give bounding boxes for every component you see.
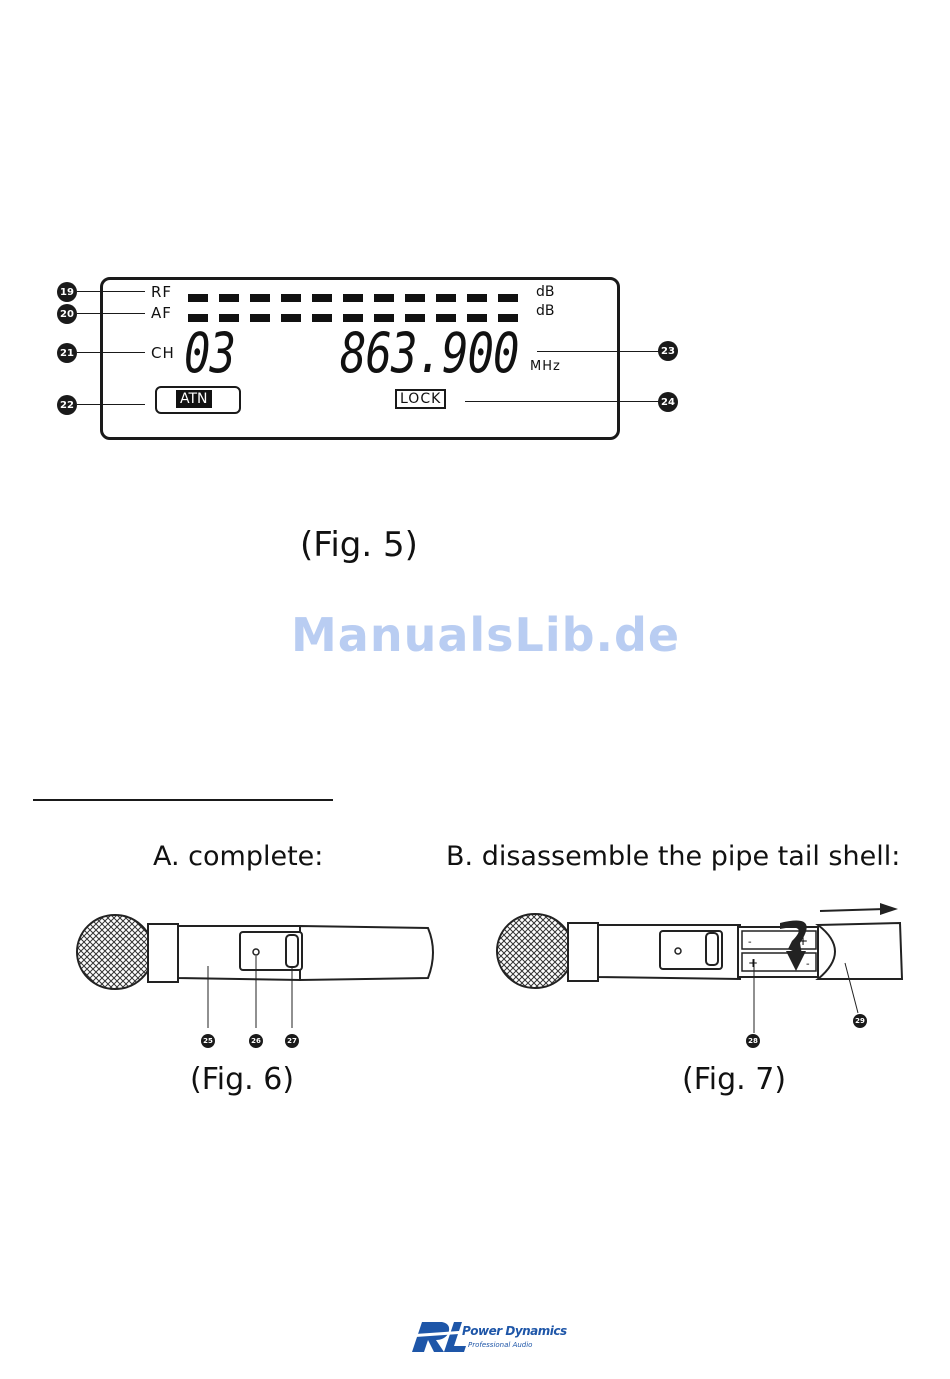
meter-segment	[250, 294, 270, 302]
watermark: ManualsLib.de	[291, 608, 680, 662]
meter-segment	[343, 294, 363, 302]
rf-meter	[188, 287, 529, 306]
channel-number: 03	[184, 322, 235, 386]
fig5-caption: (Fig. 5)	[300, 525, 418, 565]
callout-26: 26	[249, 1034, 263, 1048]
meter-segment	[312, 294, 332, 302]
logo-text: Power Dynamics	[462, 1324, 567, 1338]
callout-29: 29	[853, 1014, 867, 1028]
svg-text:-: -	[806, 959, 810, 970]
callout-22: 22	[57, 395, 77, 415]
leader-line	[77, 352, 145, 353]
rf-label: RF	[151, 283, 172, 301]
meter-segment	[374, 314, 394, 322]
callout-23: 23	[658, 341, 678, 361]
svg-text:+: +	[748, 956, 758, 970]
ch-label: CH	[151, 344, 175, 362]
callout-25: 25	[201, 1034, 215, 1048]
fig6-caption: (Fig. 6)	[190, 1062, 294, 1097]
atn-indicator: ATN	[176, 390, 212, 408]
section-divider	[33, 799, 333, 801]
power-dynamics-logo: Power Dynamics Professional Audio	[408, 1318, 568, 1358]
leader-line	[77, 404, 145, 405]
meter-segment	[405, 314, 425, 322]
af-db-label: dB	[536, 303, 555, 319]
meter-segment	[343, 314, 363, 322]
lock-indicator: LOCK	[395, 389, 446, 409]
callout-28: 28	[746, 1034, 760, 1048]
callout-19: 19	[57, 282, 77, 302]
leader-line	[465, 401, 659, 402]
meter-segment	[281, 294, 301, 302]
logo-subtext: Professional Audio	[468, 1341, 532, 1349]
leader-line	[77, 313, 145, 314]
meter-segment	[312, 314, 332, 322]
meter-segment	[250, 314, 270, 322]
af-label: AF	[151, 304, 172, 322]
callout-20: 20	[57, 304, 77, 324]
leader-line	[77, 291, 145, 292]
meter-segment	[498, 314, 518, 322]
meter-segment	[219, 294, 239, 302]
meter-segment	[467, 314, 487, 322]
meter-segment	[436, 294, 456, 302]
callout-21: 21	[57, 343, 77, 363]
frequency-readout: 863.900	[340, 322, 518, 386]
meter-segment	[219, 314, 239, 322]
heading-disassemble: B. disassemble the pipe tail shell:	[446, 841, 900, 872]
mhz-unit: MHz	[530, 359, 561, 374]
meter-segment	[374, 294, 394, 302]
callout-24: 24	[658, 392, 678, 412]
callout-27: 27	[285, 1034, 299, 1048]
rf-db-label: dB	[536, 284, 555, 300]
meter-segment	[281, 314, 301, 322]
heading-complete: A. complete:	[153, 841, 323, 872]
svg-text:-: -	[748, 937, 752, 948]
pd-logo-mark	[408, 1318, 468, 1356]
fig7-caption: (Fig. 7)	[682, 1062, 786, 1097]
meter-segment	[498, 294, 518, 302]
meter-segment	[188, 314, 208, 322]
meter-segment	[188, 294, 208, 302]
leader-line	[537, 351, 659, 352]
meter-segment	[467, 294, 487, 302]
meter-segment	[436, 314, 456, 322]
meter-segment	[405, 294, 425, 302]
